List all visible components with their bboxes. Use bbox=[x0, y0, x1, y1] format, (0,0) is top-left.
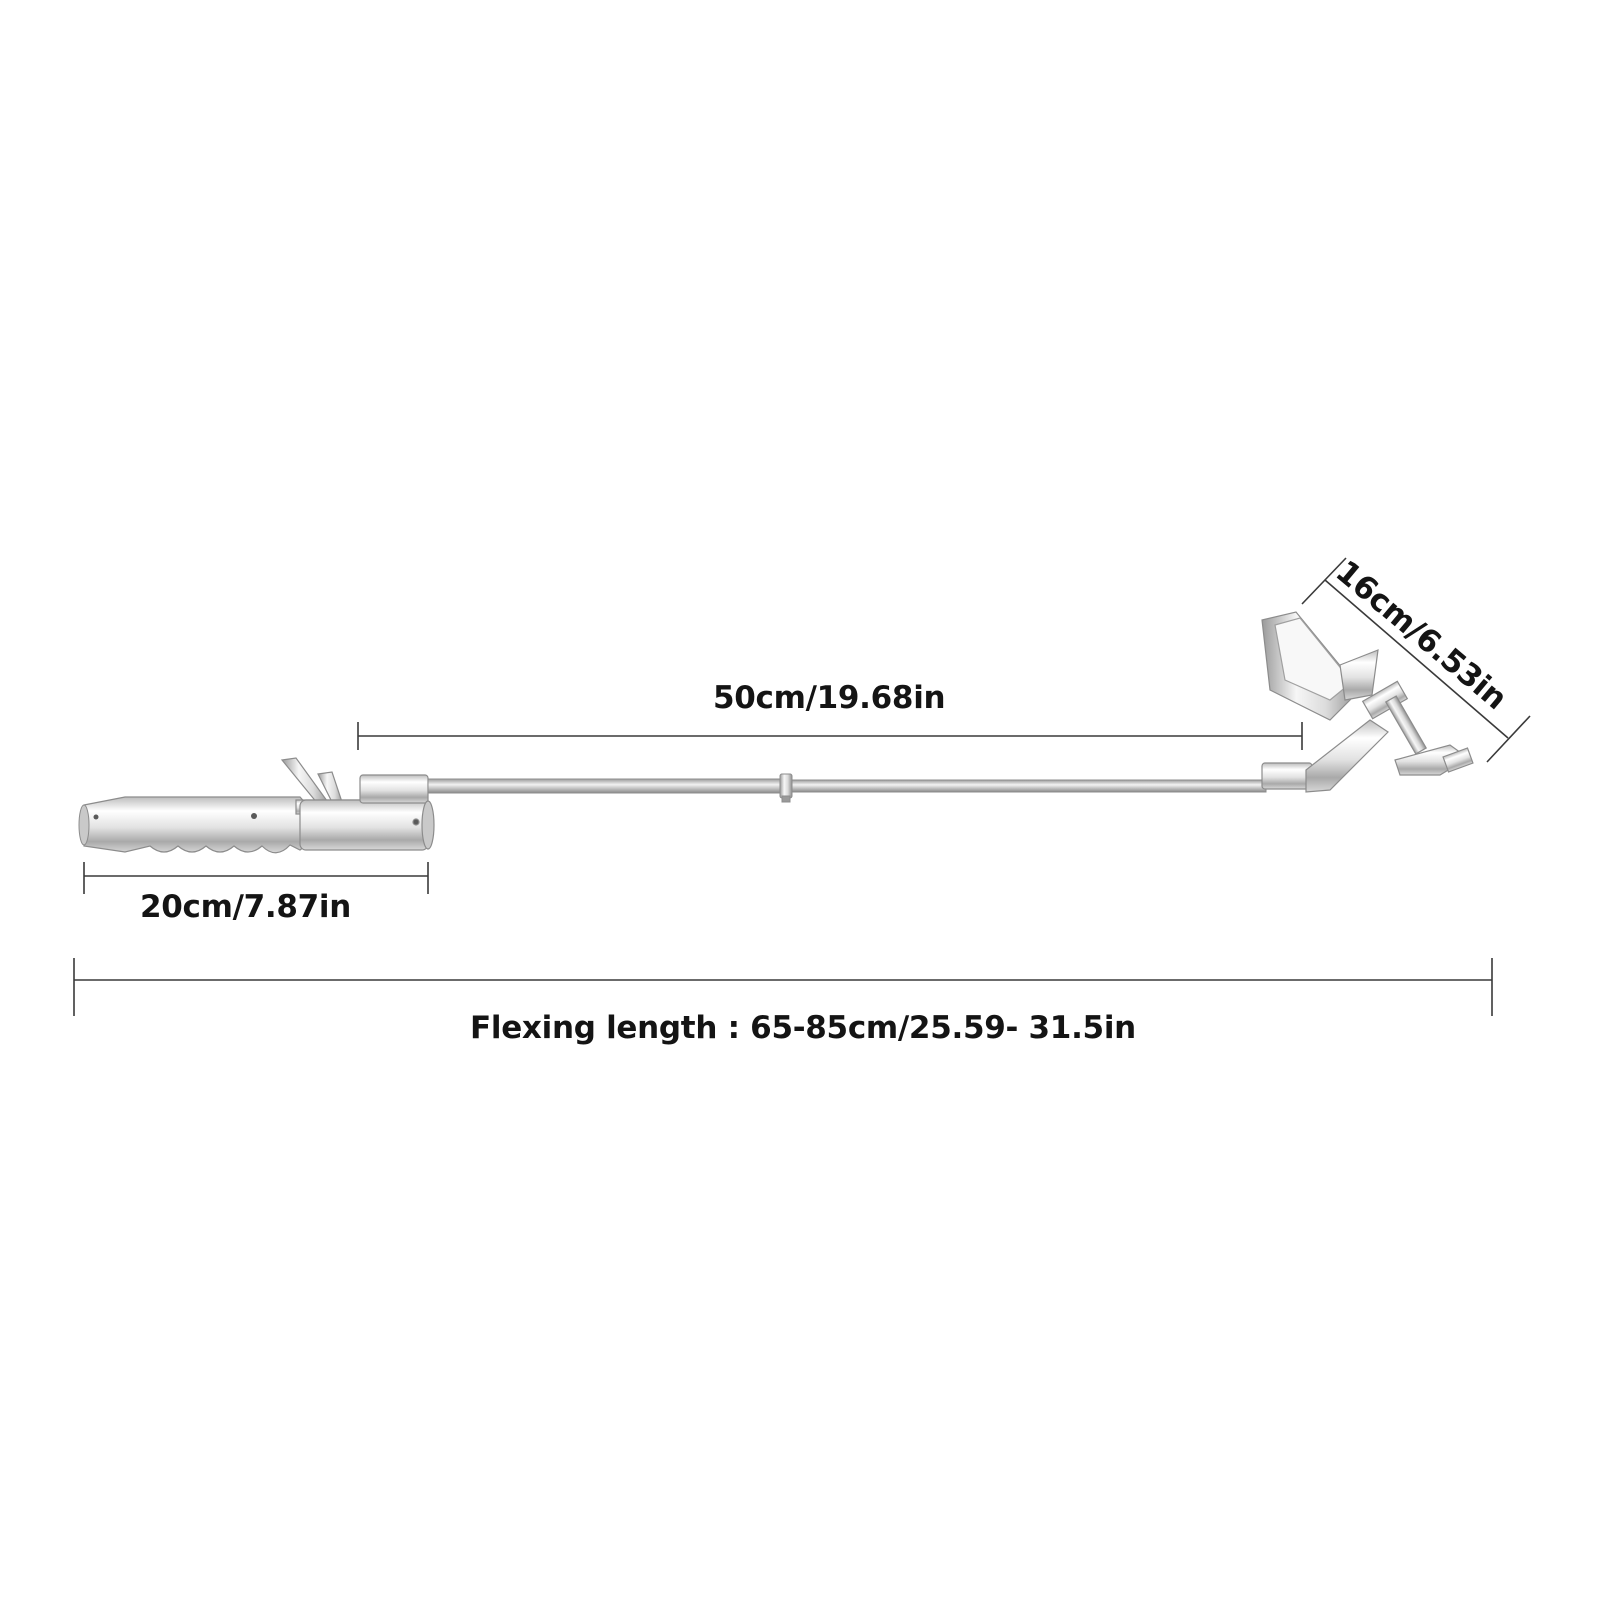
handle-length-label: 20cm/7.87in bbox=[140, 889, 352, 925]
handle-grip bbox=[78, 796, 309, 854]
flexing-length-label: Flexing length : 65-85cm/25.59- 31.5in bbox=[470, 1010, 1136, 1046]
dimension-line-pole bbox=[357, 722, 1303, 750]
dimension-line-head bbox=[1301, 557, 1531, 763]
telescopic-pole bbox=[427, 773, 1267, 803]
handle-housing bbox=[299, 774, 435, 851]
picker-head bbox=[1261, 611, 1474, 793]
dimension-line-flexing bbox=[73, 958, 1493, 1016]
pole-length-label: 50cm/19.68in bbox=[713, 680, 946, 716]
dimension-line-handle bbox=[83, 862, 429, 894]
